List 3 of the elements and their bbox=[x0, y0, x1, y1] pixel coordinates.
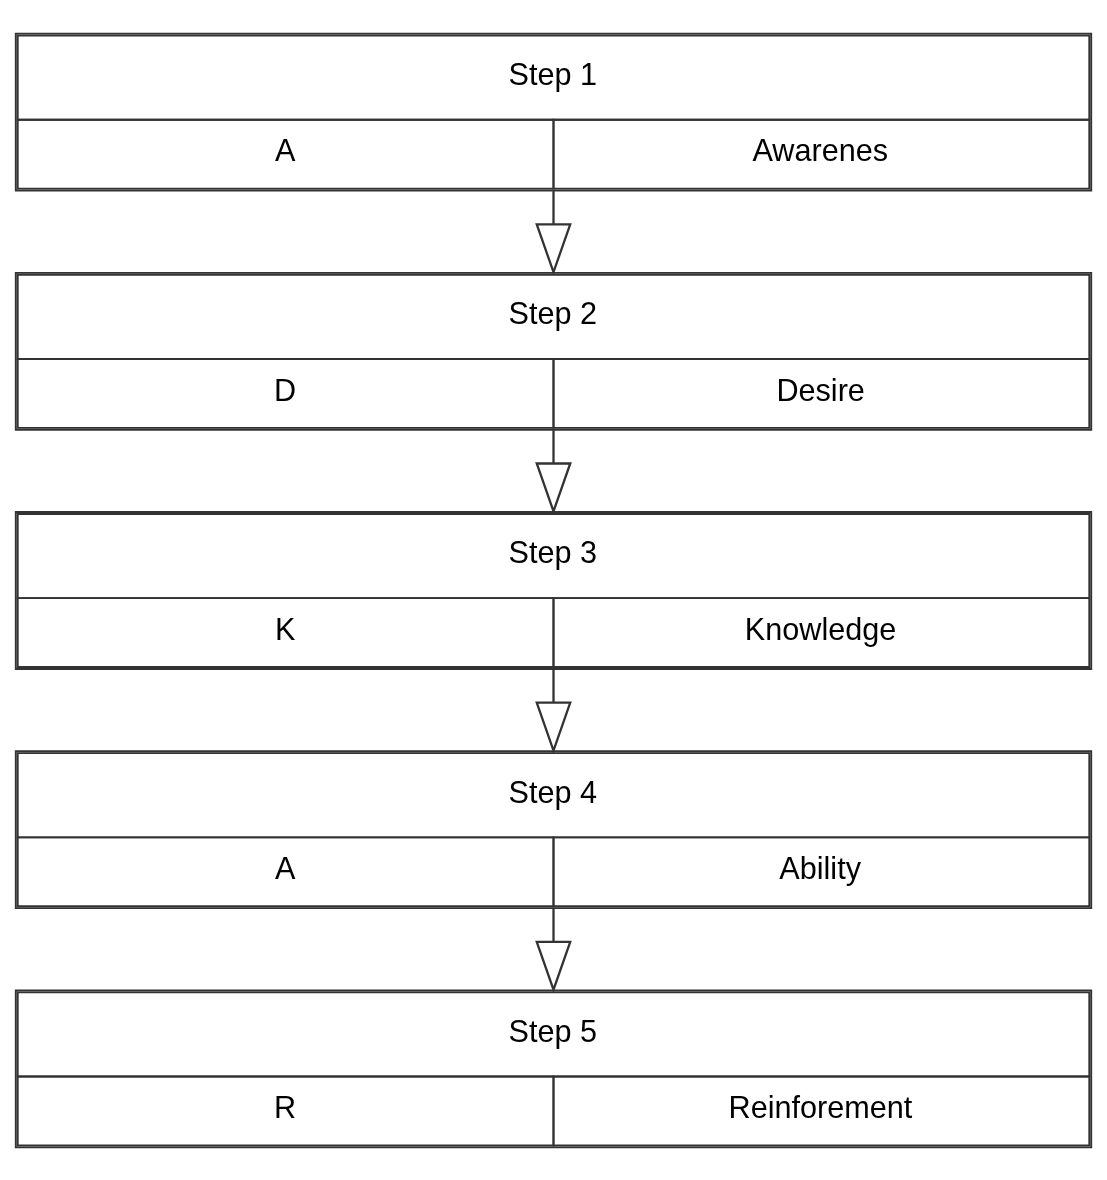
arrow bbox=[535, 908, 572, 993]
arrow bbox=[535, 668, 572, 754]
arrow bbox=[535, 190, 572, 276]
